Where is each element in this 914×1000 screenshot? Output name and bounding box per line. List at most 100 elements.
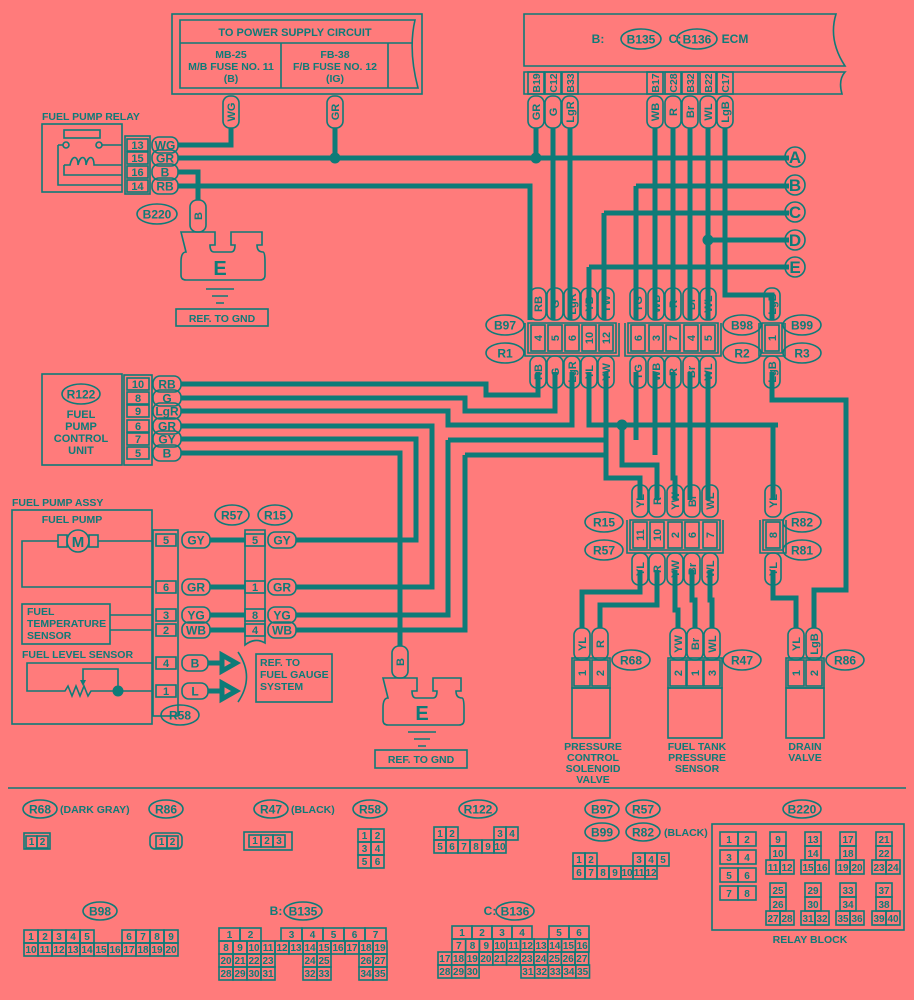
relay-switch-bar [63,129,101,139]
relay-block-pin: 11 [768,863,779,874]
ecm-pin: B19 [531,73,543,92]
relay-pin-cell [126,151,149,165]
joint1-bottom-conn-label: R1 [497,347,513,361]
joint2-top-conn [722,314,762,336]
relay-block-pin: 39 [873,914,885,925]
r58-pin-cell [155,608,177,622]
joint6-conn-r57 [214,504,250,526]
joint2-pin-cell [665,324,681,352]
joint1-pin-cell [564,324,580,352]
relay-block-pin: 3 [726,853,732,864]
solenoid-conn-label-label: R68 [620,654,642,668]
relay-pin: 14 [131,181,144,193]
ecm-wire-tag-text: LgB [720,101,732,122]
legend-b135-pin: 16 [332,943,344,954]
wire-lgb-drain [769,372,849,628]
legend-b135-pin: 27 [374,956,386,967]
tank_sensor-pin: 2 [673,670,685,676]
legend-b98-pin: 2 [42,932,48,943]
legend-b136-pin: 14 [549,941,561,952]
legend-b135-pin: 30 [248,969,260,980]
joint5-pin: 8 [768,532,780,538]
ecm-conn-b135-label: B135 [627,33,656,47]
legend-b135-pin: 29 [234,969,246,980]
relay-coil-icon [63,156,122,176]
legend-b135-pin: 26 [360,956,372,967]
relay-block-title: RELAY BLOCK [773,934,848,946]
legend-b98-cell [163,942,179,957]
legend-b135-pin: 3 [289,930,295,941]
relay-block-pin: 20 [851,863,863,874]
wire-r-solenoid [597,570,660,628]
joint6-body [244,529,266,647]
relay-block-pin: 38 [878,900,890,911]
power-supply-title: TO POWER SUPPLY CIRCUIT [218,27,371,39]
relay-block-pin: 19 [837,863,849,874]
legend-b97-pin: 10 [621,868,633,879]
r58-pin: 2 [163,625,169,637]
joint3-body [761,322,783,354]
relay-pin: 15 [131,153,143,165]
arrow-right-icon [208,678,242,704]
ecm-pin-cell [664,71,682,95]
relay-block-pin: 6 [744,871,750,882]
joint4-pin: 2 [670,532,682,538]
legend-r47-note: (BLACK) [291,804,335,816]
relay-block-cell [779,910,795,926]
ecm-wire-tag-text: Br [685,105,697,118]
legend-b136-pin: 28 [439,967,451,978]
legend-r47 [253,799,289,819]
fuel-gauge-ref-3: SYSTEM [260,681,303,693]
relay-block-cell [814,859,830,875]
legend-b135-pin: 17 [346,943,358,954]
joint4-pin-cell [649,521,665,549]
joint5-pin-cell [765,521,781,549]
ecm-title: ECM [722,32,749,46]
solenoid-title: PRESSURE [564,741,622,753]
joint2-pin: 3 [651,335,663,341]
joint2-bottom-conn-label: R2 [734,347,750,361]
legend-r47-pin: 1 [252,836,258,847]
legend-b135-pin: 12 [276,943,288,954]
relay-block-pin: 26 [772,900,784,911]
off-page-connector-1: B [789,176,801,195]
r58-wire-tag-text: YG [187,609,204,623]
legend-b135-pin: 14 [304,943,316,954]
control-unit-title-4: UNIT [68,445,94,457]
legend-b136-pin: 15 [563,941,575,952]
legend-r122 [458,799,498,819]
r58-pin-cell [155,684,177,698]
legend-r122-cell [493,839,507,854]
legend-b136-pin: 8 [470,941,476,952]
wire-g-cu [181,372,558,414]
legend-b136-pin: 10 [494,941,506,952]
legend-b135-pin: 9 [237,943,243,954]
wire-b-ground [178,169,201,200]
control-unit-conn-r122-label: R122 [67,388,96,402]
joint5-bottom-conn [782,539,822,561]
r58-pin-cell [155,623,177,637]
r58-wire-tag-text: GY [187,534,204,548]
fuel-pump-label: FUEL PUMP [42,514,102,526]
joint4-pin-cell [632,521,648,549]
control-unit-title-3: CONTROL [54,433,109,445]
ecm-wire-tag-text: R [668,108,680,116]
drain_valve-wire-tag-text: YL [791,637,803,651]
relay-block-cell [737,885,757,901]
control-unit-pin: 5 [135,448,141,460]
legend-b135-pin: 7 [373,930,379,941]
solenoid-wire-tag-text: R [595,640,607,648]
r58-connector [152,529,179,717]
relay-pin-cell [126,165,149,179]
relay-block-pin: 33 [842,886,854,897]
legend-b98-pin: 12 [53,945,65,956]
drain_valve-title: DRAIN [788,741,821,753]
r58-conn-label [160,704,200,726]
legend-b98-pin: 9 [168,932,174,943]
tank_sensor-title: FUEL TANK [668,741,727,753]
motor-end [57,534,68,548]
r58-wire-tag-text: B [191,657,200,671]
legend-b136-pin: 23 [521,954,533,965]
legend-b136-cell [574,964,591,979]
joint4-pin-cell [702,521,718,549]
